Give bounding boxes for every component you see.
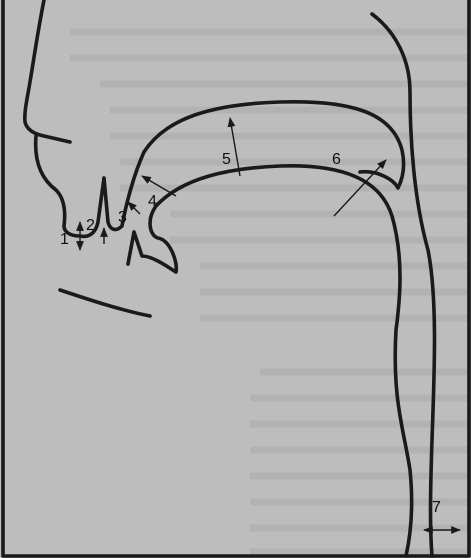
arrow-5 bbox=[230, 118, 240, 176]
label-1: 1 bbox=[60, 231, 69, 248]
face-profile-outline bbox=[25, 0, 70, 142]
label-3: 3 bbox=[118, 209, 127, 226]
label-5: 5 bbox=[222, 151, 231, 168]
label-4: 4 bbox=[148, 193, 157, 210]
label-2: 2 bbox=[86, 217, 95, 234]
chin-outline bbox=[60, 290, 150, 316]
tongue-and-lower-lip-outline bbox=[128, 166, 412, 556]
label-6: 6 bbox=[332, 151, 341, 168]
label-7: 7 bbox=[432, 499, 441, 516]
arrow-3 bbox=[128, 202, 140, 214]
